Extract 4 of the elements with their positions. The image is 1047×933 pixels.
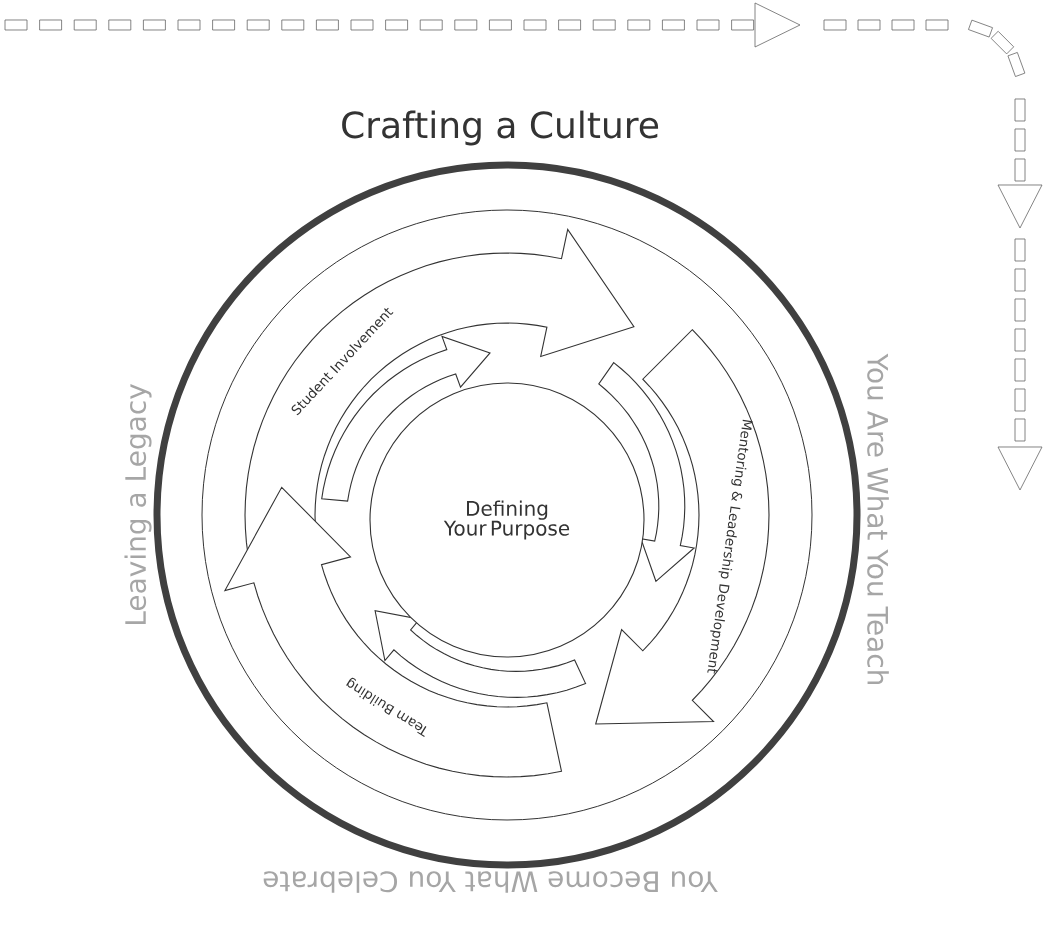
circle-heading: Leaving a Legacy	[124, 384, 152, 625]
circle-heading: You Become What You Celebrate	[263, 871, 718, 893]
circle-heading: Crafting a Culture	[342, 110, 659, 146]
circle-heading: You Are What You Teach	[867, 353, 889, 685]
